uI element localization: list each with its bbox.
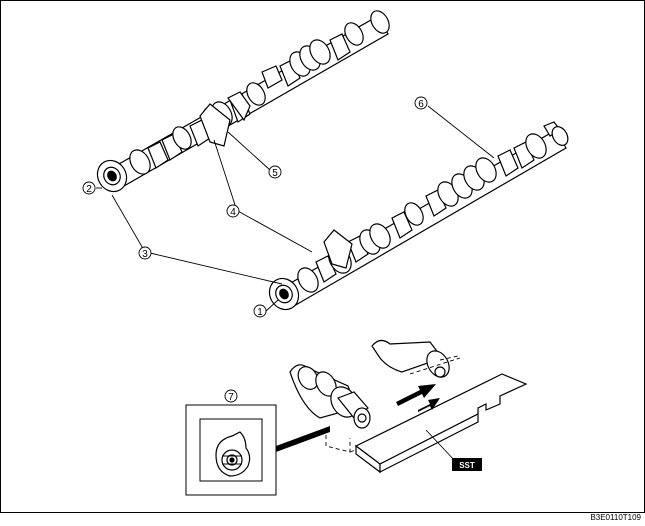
callout-4: 4	[226, 204, 240, 218]
svg-text:6: 6	[418, 99, 424, 110]
svg-text:5: 5	[272, 168, 278, 179]
callout-3: 3	[138, 246, 152, 260]
lower-camshaft	[268, 121, 569, 311]
sst-detail	[289, 339, 528, 474]
upper-camshaft	[96, 10, 390, 193]
svg-text:7: 7	[228, 392, 234, 403]
figure-code: B3E0110T109	[590, 513, 641, 522]
callout-1: 1	[253, 304, 267, 318]
callout-6: 6	[414, 96, 428, 110]
svg-text:SST: SST	[459, 461, 475, 470]
svg-text:1: 1	[257, 307, 263, 318]
svg-text:4: 4	[230, 207, 236, 218]
callout-5: 5	[268, 165, 282, 179]
svg-text:2: 2	[86, 184, 92, 195]
svg-text:3: 3	[142, 249, 148, 260]
detail-view-7	[185, 404, 330, 496]
diagram-frame	[0, 0, 645, 513]
callout-2: 2	[82, 181, 96, 195]
sst-label: SST	[452, 458, 482, 471]
leader-lines	[96, 105, 495, 312]
callout-7: 7	[224, 389, 238, 403]
